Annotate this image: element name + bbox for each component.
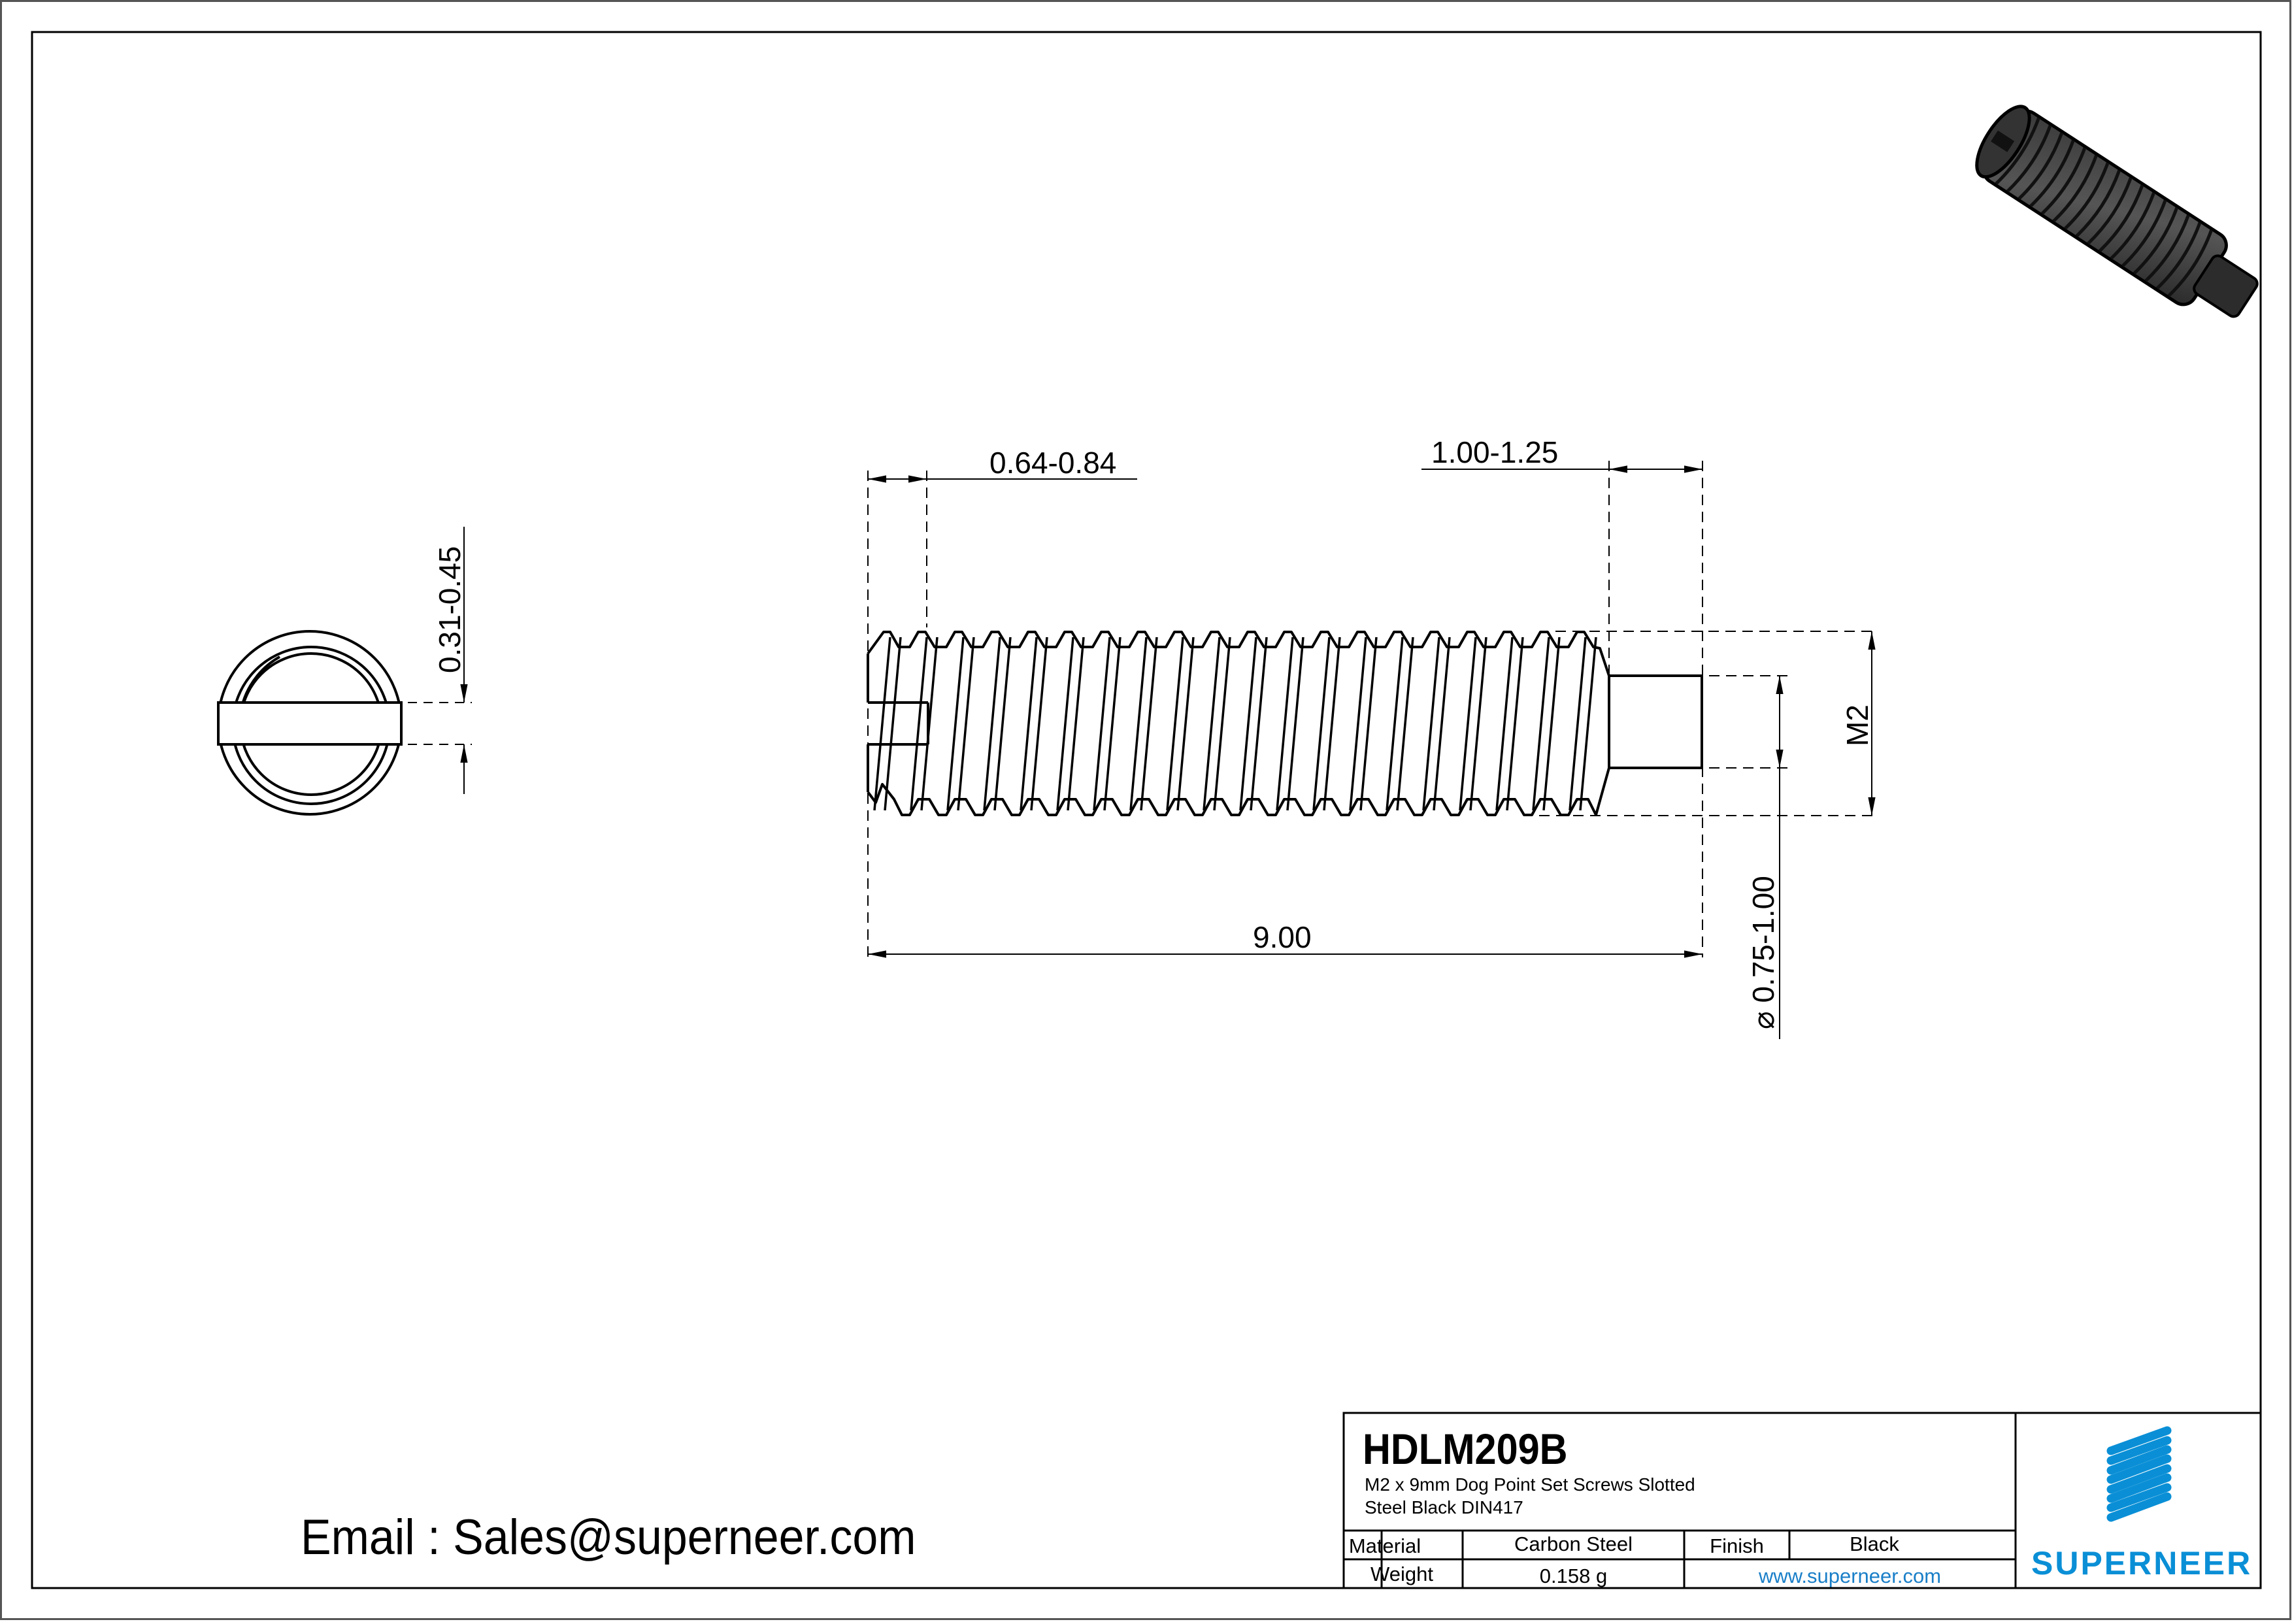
slot-width-label: 0.31-0.45 [433,546,467,673]
side-view-dimensions [867,461,1876,1039]
part-description-line2: Steel Black DIN417 [1365,1497,1523,1517]
slot-width-dimension [408,527,472,794]
weight-value: 0.158 g [1539,1565,1608,1587]
superneer-logo-icon [2106,1426,2172,1522]
brand-name: SUPERNEER [2031,1545,2253,1582]
website-link[interactable]: www.superneer.com [1758,1565,1942,1587]
thread-helix-lines [873,637,1597,811]
weight-label: Weight [1370,1563,1433,1585]
side-view [867,631,1703,816]
thread-size-label: M2 [1840,704,1874,746]
isometric-screw-render [1975,105,2259,318]
finish-label: Finish [1710,1534,1764,1557]
material-label: Material [1348,1534,1421,1557]
point-length-label: 1.00-1.25 [1431,435,1558,469]
title-block [1342,1412,2262,1589]
inner-border [31,31,2262,1589]
overall-length-label: 9.00 [1253,920,1312,954]
contact-email: Email : Sales@superneer.com [301,1510,916,1565]
finish-value: Black [1850,1533,1899,1555]
end-view [217,630,403,816]
part-number: HDLM209B [1363,1425,1568,1473]
slot-depth-label: 0.64-0.84 [989,446,1116,480]
material-value: Carbon Steel [1514,1533,1633,1555]
point-diameter-label: ⌀ 0.75-1.00 [1746,876,1780,1029]
part-description-line1: M2 x 9mm Dog Point Set Screws Slotted [1365,1474,1695,1495]
